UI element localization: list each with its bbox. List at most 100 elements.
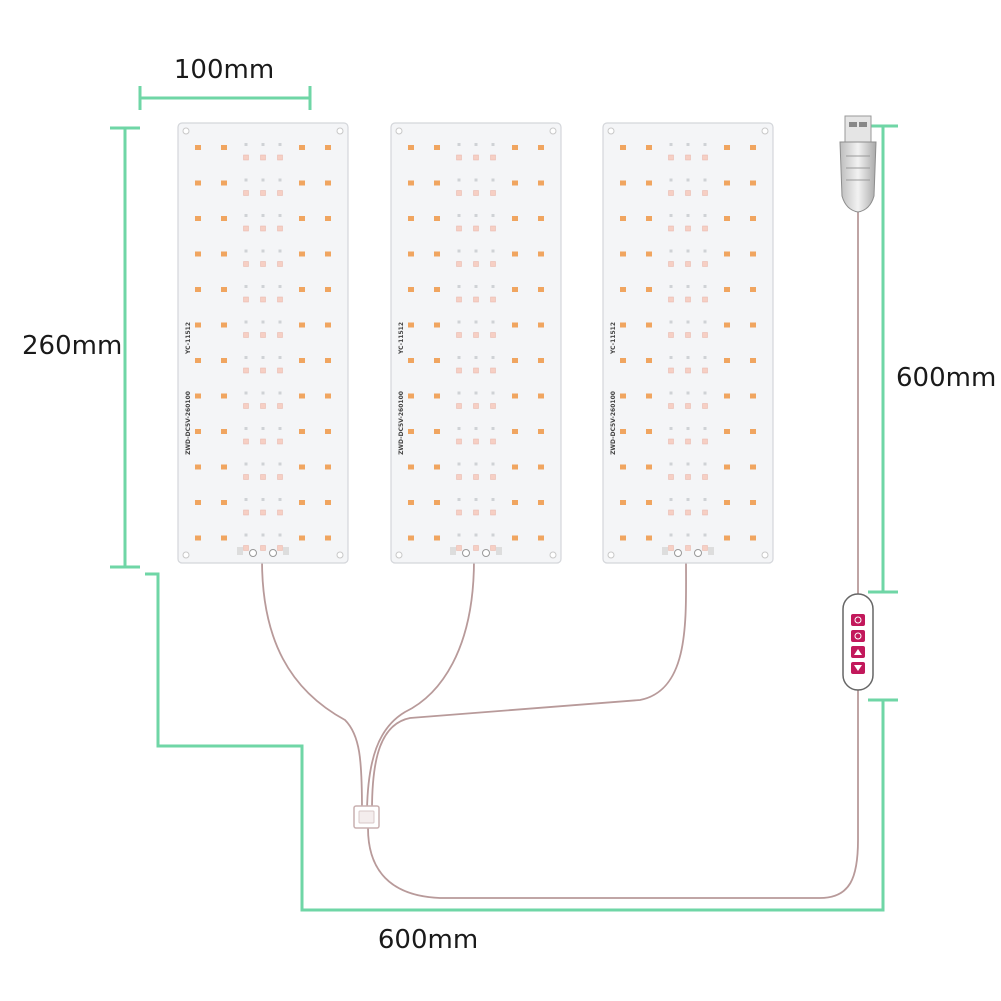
led-pink (243, 403, 249, 409)
led-warm (434, 216, 440, 221)
led-warm (299, 500, 305, 505)
led-pink (668, 474, 674, 480)
led-warm (538, 358, 544, 363)
led-warm (434, 358, 440, 363)
led-pad (457, 356, 461, 359)
led-warm (195, 322, 201, 328)
led-pad (491, 498, 495, 501)
led-warm (538, 464, 544, 470)
led-pink (668, 438, 674, 445)
led-warm (221, 393, 227, 399)
solder-pad (249, 549, 257, 557)
led-pink (685, 474, 691, 480)
usb-plug (839, 115, 877, 213)
led-warm (646, 145, 652, 150)
led-warm (538, 180, 544, 186)
controller-timer-button[interactable] (851, 630, 865, 642)
led-pink (277, 261, 283, 267)
controller-power-button[interactable] (851, 614, 865, 626)
led-pad (261, 143, 265, 146)
led-pad (244, 533, 248, 537)
led-warm (408, 500, 414, 505)
led-pink (456, 261, 462, 267)
led-pad (261, 356, 265, 359)
led-pink (277, 190, 283, 196)
mounting-hole (336, 551, 344, 559)
led-pad (278, 320, 282, 324)
led-pink (243, 474, 249, 480)
led-warm (195, 500, 201, 505)
led-warm (620, 251, 626, 257)
led-warm (195, 358, 201, 363)
led-warm (538, 251, 544, 257)
led-pink (702, 261, 708, 267)
led-pad (278, 391, 282, 395)
led-pink (260, 261, 266, 267)
led-pad (703, 285, 707, 288)
led-pad (261, 498, 265, 501)
led-pink (702, 545, 708, 551)
controller-dim-button[interactable] (851, 646, 865, 658)
led-pink (260, 190, 266, 196)
led-warm (195, 287, 201, 292)
led-warm (646, 216, 652, 221)
led-pad (491, 427, 495, 430)
mounting-hole (761, 127, 769, 135)
controller-mode-button[interactable] (851, 662, 865, 674)
led-warm (620, 322, 626, 328)
led-pad (474, 533, 478, 537)
led-pad (491, 178, 495, 182)
led-pad (669, 285, 673, 288)
led-warm (299, 535, 305, 541)
led-pad (244, 391, 248, 395)
led-warm (646, 464, 652, 470)
led-pad (457, 427, 461, 430)
led-pad (669, 391, 673, 395)
led-pink (260, 474, 266, 480)
led-pad (491, 533, 495, 537)
led-warm (195, 216, 201, 221)
led-pink (456, 332, 462, 338)
led-pink (702, 154, 708, 161)
led-warm (512, 322, 518, 328)
led-pad (244, 498, 248, 501)
led-pink (473, 545, 479, 551)
led-pad (278, 427, 282, 430)
led-warm (325, 535, 331, 541)
led-pad (491, 391, 495, 395)
led-pad (703, 533, 707, 537)
led-warm (325, 216, 331, 221)
controller[interactable] (842, 593, 874, 691)
led-pink (473, 225, 479, 232)
led-pink (456, 367, 462, 374)
led-pad (244, 320, 248, 324)
led-pad (261, 391, 265, 395)
led-warm (325, 145, 331, 150)
led-warm (620, 358, 626, 363)
led-warm (724, 393, 730, 399)
led-pad (669, 178, 673, 182)
led-warm (724, 500, 730, 505)
led-pad (686, 498, 690, 501)
led-pink (277, 474, 283, 480)
dimension-lines (110, 86, 898, 912)
led-pink (668, 261, 674, 267)
led-warm (646, 393, 652, 399)
led-warm (434, 393, 440, 399)
led-pad (457, 462, 461, 466)
mounting-hole (549, 127, 557, 135)
led-pad (457, 214, 461, 217)
led-pink (243, 190, 249, 196)
led-pink (490, 225, 496, 232)
led-pink (490, 545, 496, 551)
led-warm (724, 145, 730, 150)
led-pink (277, 296, 283, 303)
led-pink (490, 261, 496, 267)
led-pink (490, 403, 496, 409)
led-pink (490, 367, 496, 374)
cable-connector (353, 805, 380, 829)
led-pink (668, 545, 674, 551)
led-warm (299, 358, 305, 363)
led-pad (669, 498, 673, 501)
